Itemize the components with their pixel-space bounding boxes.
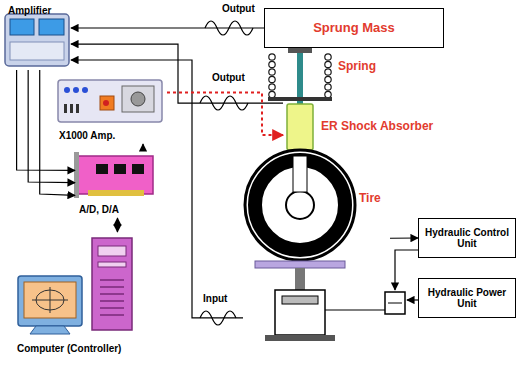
shock-cylinder (287, 104, 313, 150)
signal-line (71, 44, 283, 103)
pressure-line (407, 299, 418, 300)
node-label: X1000 Amp. (59, 130, 115, 142)
tire (245, 150, 355, 260)
spring-part: Spring (266, 50, 378, 98)
signal-line (28, 70, 75, 183)
node-label: ER Shock Absorber (321, 120, 433, 134)
spring-seat (268, 97, 332, 101)
signal-line (142, 144, 143, 150)
base-plate (255, 261, 345, 268)
node-label: Hydraulic Power Unit (425, 287, 509, 310)
actuator-cylinder (275, 290, 325, 335)
signal-line (71, 27, 264, 28)
signal-label: Output (222, 3, 255, 15)
actuator-piston (282, 296, 318, 304)
signal-label: Input (203, 293, 227, 305)
node-label: Sprung Mass (313, 21, 395, 36)
tire-part: Tire (243, 148, 390, 325)
shock-absorber-part: ER Shock Absorber (283, 100, 483, 145)
node-label: Tire (359, 192, 381, 206)
signal-line (17, 70, 75, 170)
node-label: Hydraulic Control Unit (425, 227, 509, 250)
signal-label: Output (212, 72, 245, 84)
spring-coil (269, 54, 331, 98)
valve-spool (388, 303, 402, 304)
process-box: Hydraulic Power Unit (418, 278, 516, 318)
signal-line (71, 60, 243, 318)
control-signal-line (167, 93, 283, 136)
amplifier-device (5, 14, 69, 66)
node-label: A/D, D/A (79, 204, 119, 216)
servo-valve (385, 292, 405, 314)
daq-card-unit: A/D, D/A (75, 150, 160, 218)
node-label: Computer (Controller) (17, 343, 121, 355)
x1000-amplifier: X1000 Amp. (55, 78, 167, 144)
node-label: Amplifier (8, 5, 51, 17)
amplifier-unit: Amplifier (3, 0, 71, 70)
signal-line (117, 218, 118, 232)
upper-mount (288, 48, 312, 53)
signal-line (390, 237, 418, 238)
x1000-amplifier-device (58, 80, 162, 122)
node-label: Spring (338, 60, 376, 74)
actuator-rod (295, 268, 305, 290)
sprung-mass-box: Sprung Mass (264, 8, 444, 48)
daq-card (74, 152, 153, 198)
actuator-base (265, 335, 335, 341)
computer-illustration (18, 238, 132, 334)
hydraulic-line (325, 309, 385, 310)
computer-unit: Computer (Controller) (15, 232, 145, 357)
wheel-hub (286, 191, 314, 219)
process-box: Hydraulic Control Unit (418, 218, 516, 258)
axle-mount (293, 156, 307, 192)
control-line (395, 250, 418, 290)
